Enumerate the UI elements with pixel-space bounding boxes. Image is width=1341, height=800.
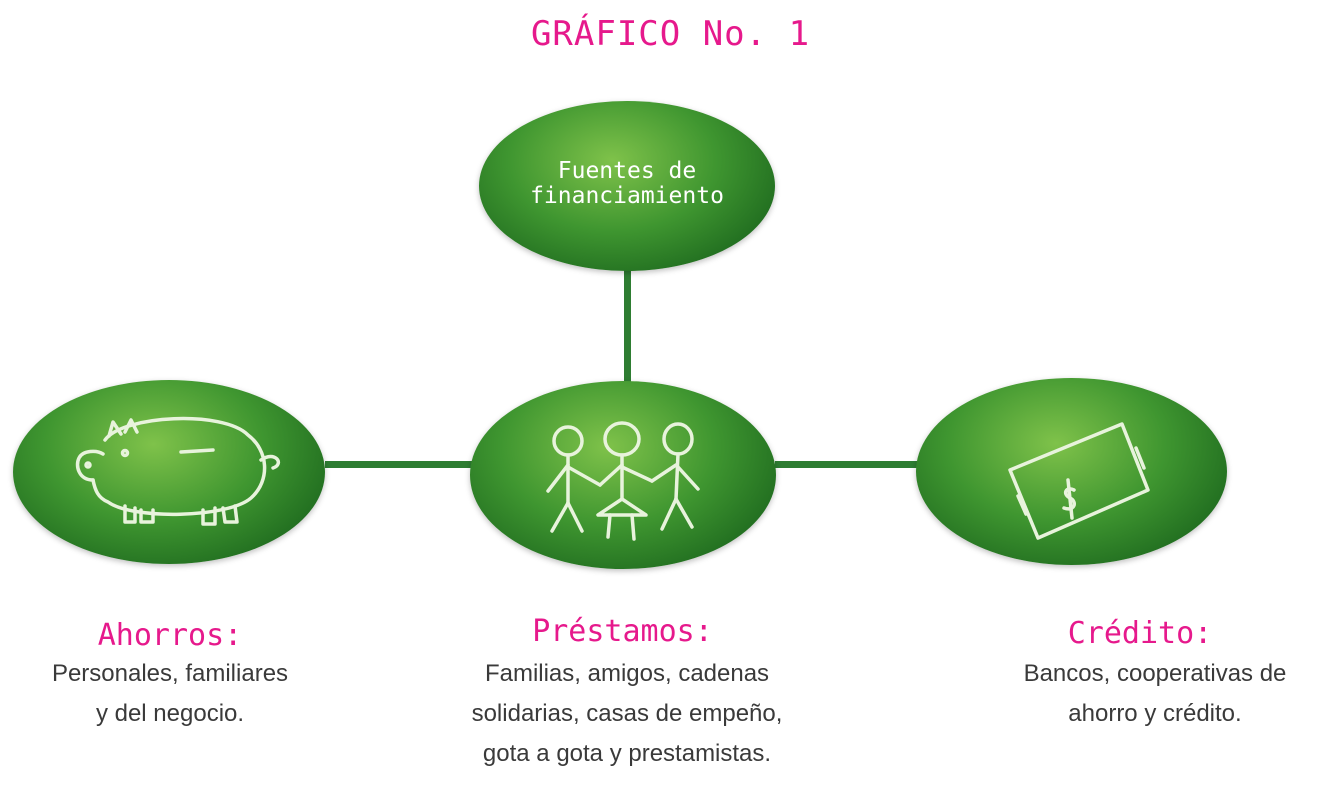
credito-node bbox=[916, 378, 1227, 565]
people-holding-hands-icon bbox=[546, 421, 700, 541]
credito-desc-line-2: ahorro y crédito. bbox=[1068, 700, 1242, 727]
banknote-icon bbox=[1008, 422, 1150, 540]
root-node: Fuentes de financiamiento bbox=[479, 101, 775, 271]
root-label-line-2: financiamiento bbox=[530, 183, 724, 209]
credito-desc-line-1: Bancos, cooperativas de bbox=[1023, 660, 1287, 687]
root-label: Fuentes de financiamiento bbox=[479, 159, 775, 209]
connector-vertical bbox=[624, 270, 631, 396]
credito-description: Bancos, cooperativas de ahorro y crédito… bbox=[970, 654, 1340, 734]
ahorros-description: Personales, familiares y del negocio. bbox=[0, 654, 340, 734]
diagram-title: GRÁFICO No. 1 bbox=[530, 14, 811, 54]
ahorros-desc-line-2: y del negocio. bbox=[95, 700, 245, 727]
connector-right bbox=[775, 461, 920, 468]
ahorros-node bbox=[13, 380, 325, 564]
prestamos-description: Familias, amigos, cadenas solidarias, ca… bbox=[417, 654, 837, 774]
ahorros-heading: Ahorros: bbox=[97, 618, 243, 653]
prestamos-desc-line-1: Familias, amigos, cadenas bbox=[484, 660, 770, 687]
root-label-line-1: Fuentes de bbox=[557, 158, 697, 184]
prestamos-desc-line-3: gota a gota y prestamistas. bbox=[482, 740, 772, 767]
prestamos-heading: Préstamos: bbox=[532, 614, 713, 649]
credito-heading: Crédito: bbox=[1067, 616, 1213, 651]
prestamos-desc-line-2: solidarias, casas de empeño, bbox=[471, 700, 783, 727]
piggy-bank-icon bbox=[75, 416, 280, 526]
connector-left bbox=[325, 461, 475, 468]
ahorros-desc-line-1: Personales, familiares bbox=[51, 660, 289, 687]
prestamos-node bbox=[470, 381, 776, 569]
